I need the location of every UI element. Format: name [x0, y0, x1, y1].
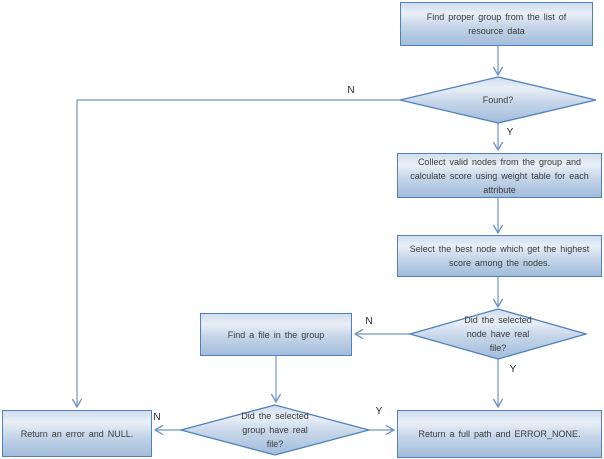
process-return-path-label: Return a full path and ERROR_NONE.	[418, 429, 581, 439]
process-find-file-label: Find a file in the group	[227, 329, 325, 340]
process-return-path: Return a full path and ERROR_NONE.	[397, 410, 602, 458]
edge-label-group-no: N	[153, 412, 161, 423]
edge-label-found-no: N	[347, 85, 355, 96]
process-select-best-node: Select the best node which get the highe…	[397, 235, 602, 277]
decision-group-has-file	[178, 404, 372, 456]
edge-label-node-yes: Y	[509, 364, 517, 375]
connector-found-no-to-return-error	[71, 99, 400, 408]
process-return-error-label: Return an error and NULL.	[20, 428, 134, 439]
process-select-best-node-label: Select the best node which get the highe…	[409, 244, 590, 268]
process-find-file: Find a file in the group	[200, 313, 352, 356]
edge-label-found-yes: Y	[506, 127, 514, 138]
decision-found	[399, 76, 597, 124]
edge-label-node-no: N	[365, 316, 373, 327]
decision-node-has-file	[407, 308, 589, 360]
edge-label-group-yes: Y	[375, 406, 383, 417]
process-return-error: Return an error and NULL.	[2, 410, 152, 457]
